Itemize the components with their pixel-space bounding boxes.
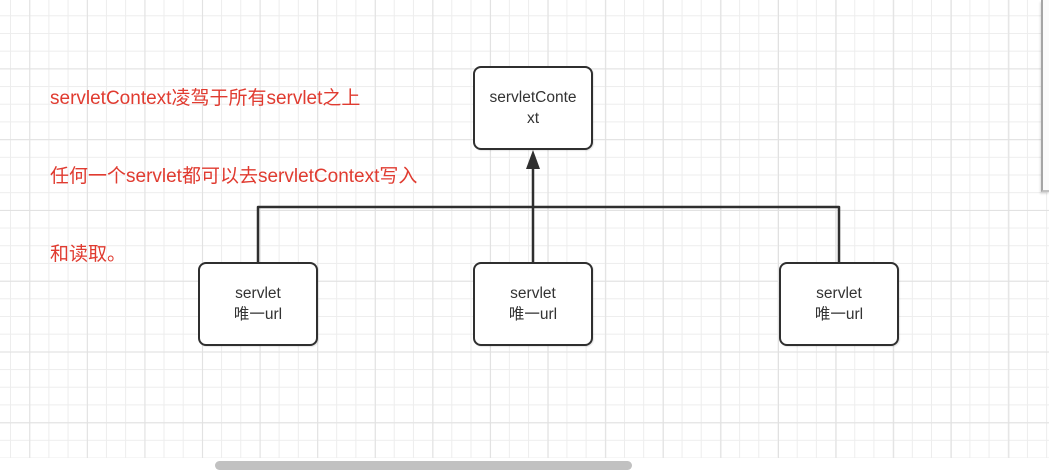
annotation-line: 和读取。 [50,244,127,265]
right-window-edge [1041,0,1049,192]
annotation-line: 任何一个servlet都可以去servletContext写入 [50,166,418,187]
horizontal-scrollbar-thumb[interactable] [215,461,632,470]
node-label-line: servletConte [489,89,577,106]
annotation-text[interactable]: servletContext凌驾于所有servlet之上 任何一个servlet… [50,34,417,320]
node-servlet-context[interactable]: servletConte xt [473,66,593,150]
node-servlet-3[interactable]: servlet 唯一url [779,262,899,346]
node-label-line: servlet [235,285,281,302]
node-label-line: 唯一url [233,306,283,323]
node-servlet-1[interactable]: servlet 唯一url [198,262,318,346]
annotation-line: servletContext凌驾于所有servlet之上 [50,88,361,109]
node-label-line: servlet [816,285,862,302]
node-label-line: 唯一url [814,306,864,323]
arrowhead-up-icon [526,150,540,169]
tree-connector-line[interactable] [256,205,841,262]
node-label-line: xt [526,110,540,127]
node-label-line: servlet [510,285,556,302]
node-label-line: 唯一url [508,306,558,323]
horizontal-scrollbar[interactable] [0,458,1049,470]
node-servlet-2[interactable]: servlet 唯一url [473,262,593,346]
